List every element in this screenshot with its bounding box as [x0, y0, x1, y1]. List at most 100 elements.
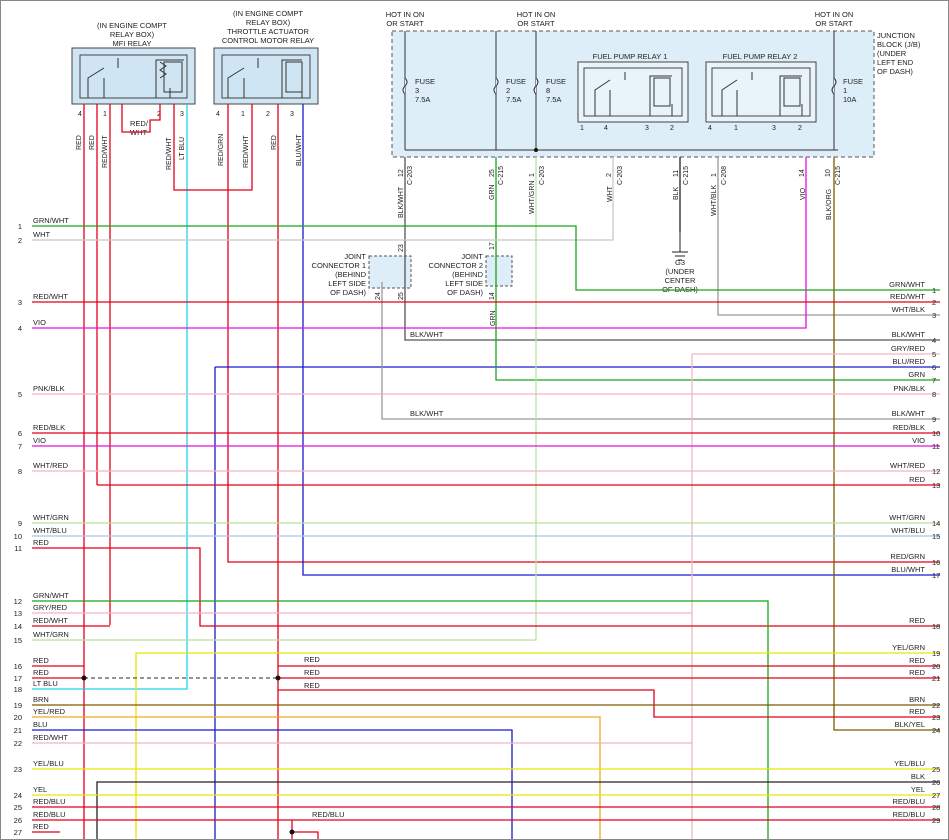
jpin-6: 1 [711, 173, 718, 177]
left-pin-8: 8 [18, 467, 22, 476]
mid-red-2: RED [304, 668, 320, 677]
tac-pin-3: 3 [290, 111, 294, 118]
vlabel-red-1: RED [76, 135, 83, 150]
jc1-label-3: (BEHIND [335, 270, 366, 279]
fpr2-pin-3: 3 [772, 125, 776, 132]
throttle-actuator-relay: (IN ENGINE COMPT RELAY BOX) THROTTLE ACT… [213, 9, 319, 118]
right-pin-label-20: RED [909, 656, 925, 665]
right-pin-6: 6 [932, 363, 936, 372]
ground-g3: G3 (UNDER CENTER OF DASH) [662, 232, 698, 294]
left-pin-11: 11 [14, 544, 22, 553]
right-pin-25: 25 [932, 765, 940, 774]
vlabel-redwht-2: RED/WHT [166, 137, 173, 170]
jpin-1: 12 [398, 169, 405, 177]
right-pin-label-24: BLK/YEL [895, 720, 925, 729]
right-pin-16: 16 [932, 558, 940, 567]
tac-label-4: CONTROL MOTOR RELAY [222, 36, 314, 45]
left-pin-label-23: YEL/BLU [33, 759, 64, 768]
jpin-7: 14 [799, 169, 806, 177]
left-pin-label-7: VIO [33, 436, 46, 445]
vlabel-whtgrn: WHT/GRN [529, 181, 536, 214]
conn-7: C-215 [835, 166, 842, 185]
hot-c-2: OR START [815, 19, 853, 28]
left-pin-label-25: RED/BLU [33, 797, 66, 806]
vlabel-blkorg: BLK/ORG [826, 189, 833, 220]
ground-label-3: CENTER [665, 276, 696, 285]
mfi-relay-label-3: MFI RELAY [112, 39, 151, 48]
vlabel-redgrn: RED/GRN [218, 134, 225, 166]
vlabel-ltblu: LT BLU [179, 137, 186, 160]
left-pin-6: 6 [18, 429, 22, 438]
left-pin-26: 26 [14, 816, 22, 825]
right-pin-label-15: WHT/BLU [891, 526, 925, 535]
left-connector-pins: 1GRN/WHT2WHT3RED/WHT4VIO5PNK/BLK6RED/BLK… [14, 216, 70, 837]
fpr2-pin-1: 1 [734, 125, 738, 132]
right-pin-28: 28 [932, 803, 940, 812]
vlabel-redwht-1: RED/WHT [102, 135, 109, 168]
tac-label-1: (IN ENGINE COMPT [233, 9, 303, 18]
right-pin-label-16: RED/GRN [890, 552, 925, 561]
right-pin-label-17: BLU/WHT [891, 565, 925, 574]
jpin-2: 25 [489, 169, 496, 177]
fuse-3: FUSE 3 7.5A [402, 77, 435, 104]
splice-jb [534, 148, 538, 152]
right-pin-label-26: BLK [911, 772, 925, 781]
jc2-pin-14: 14 [489, 292, 496, 300]
fuel-pump-relay-2: FUEL PUMP RELAY 2 4 1 3 2 [705, 52, 817, 132]
vlabel-blkwht: BLK/WHT [398, 186, 405, 218]
right-pin-label-28: RED/BLU [892, 797, 925, 806]
right-pin-label-23: RED [909, 707, 925, 716]
left-pin-label-15: WHT/GRN [33, 630, 69, 639]
conn-3: C-203 [539, 166, 546, 185]
jb-label-1: JUNCTION [877, 31, 915, 40]
right-pin-24: 24 [932, 726, 940, 735]
vlabel-vio: VIO [800, 187, 807, 200]
mfi-pin-3: 3 [180, 111, 184, 118]
left-pin-label-12: GRN/WHT [33, 591, 69, 600]
jc1-pin-24: 24 [375, 292, 382, 300]
right-pin-label-9: BLK/WHT [892, 409, 926, 418]
left-pin-5: 5 [18, 390, 22, 399]
right-pin-8: 8 [932, 390, 936, 399]
right-pin-27: 27 [932, 791, 940, 800]
left-pin-16: 16 [14, 662, 22, 671]
jc-pin-labels: 23 24 25 17 14 [375, 242, 496, 300]
fpr1-label: FUEL PUMP RELAY 1 [593, 52, 668, 61]
fpr2-pin-4: 4 [708, 125, 712, 132]
right-pin-13: 13 [932, 481, 940, 490]
left-pin-24: 24 [14, 791, 22, 800]
vlabel-red-3: RED [271, 135, 278, 150]
junction-pins: 12 25 1 2 11 1 14 10 C-203 C-215 C-203 C… [398, 166, 842, 185]
right-pin-label-13: RED [909, 475, 925, 484]
vlabel-grn-2: GRN [490, 310, 497, 326]
jc1-label-5: OF DASH) [330, 288, 366, 297]
right-pin-label-22: BRN [909, 695, 925, 704]
jc2-label-5: OF DASH) [447, 288, 483, 297]
fpr1-pin-2: 2 [670, 125, 674, 132]
jpin-4: 2 [606, 173, 613, 177]
right-pin-label-14: WHT/GRN [889, 513, 925, 522]
right-pin-label-3: WHT/BLK [892, 305, 925, 314]
right-pin-1: 1 [932, 286, 936, 295]
fuse8-amp: 7.5A [546, 95, 561, 104]
fpr2-pin-2: 2 [798, 125, 802, 132]
right-pin-label-8: PNK/BLK [893, 384, 925, 393]
right-pin-label-6: BLU/RED [892, 357, 925, 366]
joint-connector-1: JOINT CONNECTOR 1 (BEHIND LEFT SIDE OF D… [312, 252, 412, 297]
jc2-label-4: LEFT SIDE [445, 279, 483, 288]
conn-2: C-215 [498, 166, 505, 185]
right-pin-26: 26 [932, 778, 940, 787]
vlabel-blk: BLK [673, 186, 680, 200]
right-pin-5: 5 [932, 350, 936, 359]
left-pin-label-10: WHT/BLU [33, 526, 67, 535]
left-pin-3: 3 [18, 298, 22, 307]
right-pin-label-21: RED [909, 668, 925, 677]
splice-84 [81, 675, 87, 681]
fpr1-pin-1: 1 [580, 125, 584, 132]
jb-label-2: BLOCK (J/B) [877, 40, 921, 49]
jc1-label-2: CONNECTOR 1 [312, 261, 366, 270]
fuse3-amp: 7.5A [415, 95, 430, 104]
fuse2-num: 2 [506, 86, 510, 95]
right-pin-label-11: VIO [912, 436, 925, 445]
